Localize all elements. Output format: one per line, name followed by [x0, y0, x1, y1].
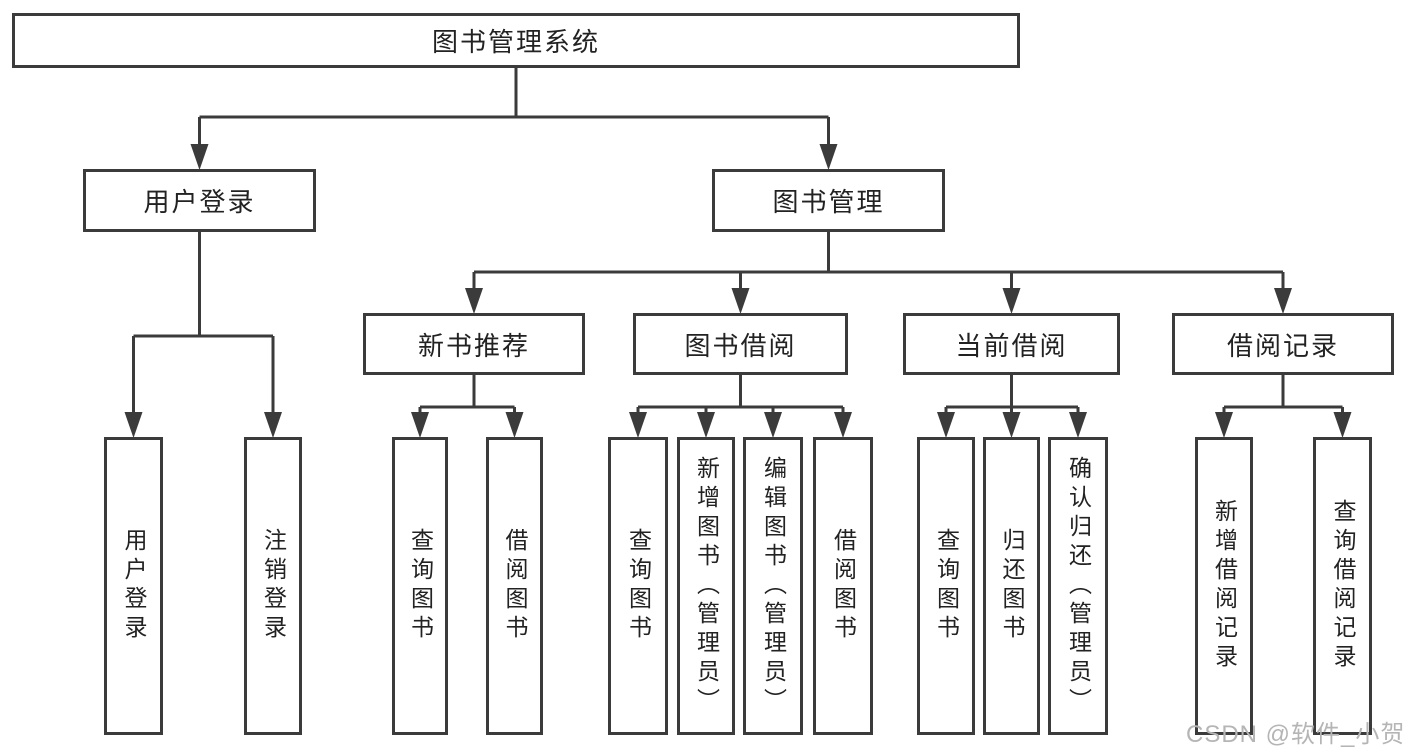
node-book-management: 图书管理 — [712, 169, 945, 232]
leaf-label: 新增图书（管理员） — [693, 455, 720, 717]
leaf-label: 归还图书 — [999, 528, 1025, 644]
leaf-label: 查询图书 — [407, 528, 434, 644]
leaf-logout-login: 注销登录 — [244, 437, 302, 735]
leaf-label: 借阅图书 — [830, 528, 857, 644]
node-label: 借阅记录 — [1226, 330, 1339, 361]
connector-new-book-children — [411, 375, 524, 438]
node-current-borrow: 当前借阅 — [903, 313, 1120, 375]
node-label: 图书管理系统 — [431, 27, 600, 57]
leaf-label: 借阅图书 — [502, 528, 528, 644]
leaf-label: 用户登录 — [121, 528, 147, 644]
leaf-query-borrow-record: 查询借阅记录 — [1313, 437, 1372, 735]
leaf-label: 查询图书 — [933, 528, 960, 644]
node-user-login: 用户登录 — [83, 169, 316, 232]
node-root-library-system: 图书管理系统 — [12, 13, 1020, 68]
leaf-query-books-current: 查询图书 — [917, 437, 975, 735]
node-label: 用户登录 — [143, 187, 256, 217]
connector-borrow-records-children — [1215, 375, 1352, 438]
node-label: 新书推荐 — [417, 330, 530, 361]
leaf-label: 确认归还（管理员） — [1065, 455, 1092, 717]
node-new-book-recommend: 新书推荐 — [363, 313, 585, 375]
node-borrow-records: 借阅记录 — [1172, 313, 1394, 375]
leaf-label: 编辑图书（管理员） — [760, 455, 787, 717]
leaf-edit-books-admin: 编辑图书（管理员） — [743, 437, 803, 735]
leaf-user-login: 用户登录 — [104, 437, 163, 735]
leaf-label: 注销登录 — [260, 528, 287, 644]
leaf-borrow-books-recommend: 借阅图书 — [486, 437, 543, 735]
leaf-label: 新增借阅记录 — [1211, 499, 1238, 673]
leaf-add-books-admin: 新增图书（管理员） — [677, 437, 735, 735]
node-label: 图书管理 — [772, 187, 885, 217]
connector-current-borrow-children — [937, 375, 1087, 438]
node-label: 图书借阅 — [684, 330, 797, 361]
leaf-query-books-recommend: 查询图书 — [392, 437, 448, 735]
connector-book-borrow-children — [629, 375, 852, 438]
node-label: 当前借阅 — [955, 330, 1068, 361]
node-book-borrow: 图书借阅 — [633, 313, 848, 375]
leaf-label: 查询借阅记录 — [1330, 499, 1356, 673]
leaf-borrow-books: 借阅图书 — [813, 437, 873, 735]
connector-user-login-children — [124, 232, 282, 438]
connector-book-mgmt-children — [465, 232, 1292, 314]
leaf-query-books-borrow: 查询图书 — [608, 437, 668, 735]
connector-root-to-level1 — [190, 68, 838, 170]
leaf-confirm-return-admin: 确认归还（管理员） — [1048, 437, 1108, 735]
leaf-label: 查询图书 — [625, 528, 652, 644]
leaf-add-borrow-record: 新增借阅记录 — [1195, 437, 1253, 735]
leaf-return-books: 归还图书 — [983, 437, 1040, 735]
